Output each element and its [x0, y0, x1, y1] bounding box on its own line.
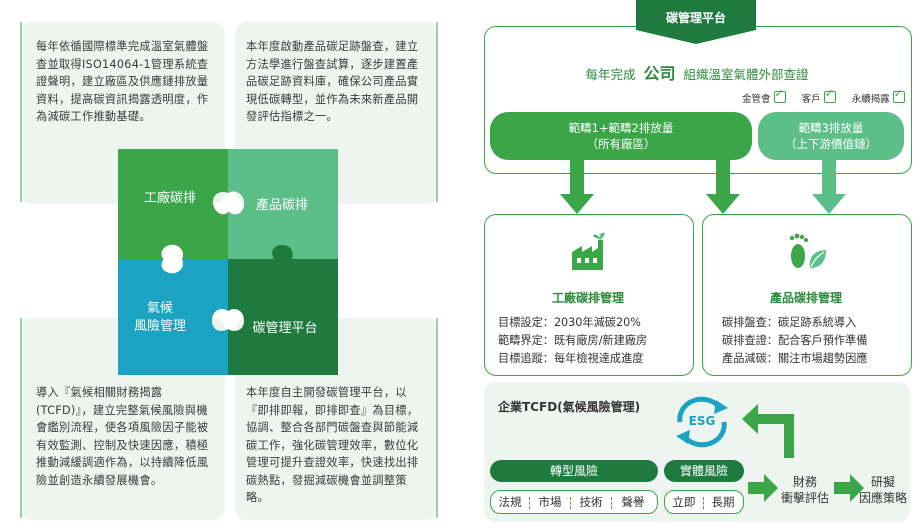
tag-technology: 技術: [579, 495, 603, 509]
verify-prefix: 每年完成: [585, 67, 636, 82]
puzzle-label-climate-1: 氣候: [146, 301, 173, 316]
arrow-down-icon: [560, 158, 594, 214]
factory-icon: [572, 232, 605, 270]
research-line1: 研擬: [870, 475, 895, 489]
puzzle-graphic: [118, 149, 338, 375]
tag-immediate: 立即: [672, 495, 696, 509]
card-accent-line: [20, 318, 22, 518]
research-strategy-label: 研擬 因應策略: [852, 474, 914, 506]
check-label-disclosure: 永續揭露: [851, 94, 890, 105]
tag-divider: [529, 496, 530, 509]
scope3-pill: 範疇3排放量 （上下游價值鏈）: [758, 112, 904, 160]
physical-risk-pill: 實體風險: [664, 460, 744, 482]
scope12-line2: （所有廠區）: [586, 137, 656, 151]
check-list: 金管會 客戶 永續揭露: [742, 87, 905, 105]
transition-tags: 法規 市場 技術 聲譽: [490, 490, 658, 514]
arrow-right-icon: [834, 474, 864, 502]
esg-label: ESG: [688, 414, 716, 428]
arrow-down-icon: [706, 158, 740, 214]
scope12-line1: 範疇1+範疇2排放量: [568, 121, 674, 135]
check-icon: [823, 87, 836, 103]
card-accent-line: [20, 22, 22, 202]
verify-suffix: 組織溫室氣體外部查證: [683, 67, 809, 82]
finance-line2: 衝擊評估: [780, 491, 829, 505]
product-management-title: 產品碳排管理: [769, 291, 842, 305]
list-item: 範疇界定：既有廠房/新建廠房: [498, 334, 648, 347]
factory-management-title: 工廠碳排管理: [551, 291, 624, 305]
scope3-line2: （上下游價值鏈）: [785, 137, 877, 151]
climate-risk-text: 導入『氣候相關財務揭露(TCFD)』，建立完整氣候風險與機會鑑別流程，使各項風險…: [36, 386, 209, 487]
verify-company: 公司: [643, 64, 676, 83]
puzzle-piece-platform: [228, 245, 338, 375]
feedback-arrow-icon: [742, 404, 794, 458]
check-icon: [773, 87, 786, 103]
puzzle-label-product: 產品碳排: [255, 198, 308, 213]
puzzle-label-climate-2: 風險管理: [133, 319, 186, 334]
tag-divider: [570, 496, 571, 509]
puzzle-label-platform: 碳管理平台: [252, 321, 318, 336]
list-item: 碳排盤查：碳足跡系統導入: [722, 316, 857, 329]
product-emission-text: 本年度啟動產品碳足跡盤查，建立方法學進行盤查試算，逐步建置產品碳足跡資料庫，確保…: [246, 40, 419, 123]
check-icon: [892, 87, 905, 103]
factory-management-box: [484, 214, 694, 376]
puzzle-piece-climate: [118, 259, 228, 375]
list-item: 目標設定：2030年減碳20%: [498, 316, 641, 329]
finance-line1: 財務: [792, 475, 817, 489]
factory-management-list: 目標設定：2030年減碳20% 範疇界定：既有廠房/新建廠房 目標追蹤：每年檢視…: [498, 314, 647, 368]
scope3-line1: 範疇3排放量: [798, 121, 864, 135]
card-accent-line: [436, 22, 438, 202]
research-line2: 因應策略: [858, 491, 907, 505]
physical-tags: 立即 長期: [664, 490, 744, 514]
tcfd-title: 企業TCFD(氣候風險管理): [498, 400, 641, 414]
check-label-customer: 客戶: [801, 94, 821, 105]
card-accent-line: [436, 318, 438, 518]
platform-tab: [636, 0, 756, 44]
scope12-pill: 範疇1+範疇2排放量 （所有廠區）: [490, 112, 752, 160]
arrow-right-icon: [748, 474, 778, 502]
tag-long-term: 長期: [711, 495, 735, 509]
list-item: 產品減碳：關注市場趨勢因應: [722, 352, 868, 365]
transition-risk-pill: 轉型風險: [490, 460, 658, 482]
list-item: 目標追蹤：每年檢視達成進度: [498, 352, 644, 365]
arrow-down-icon: [812, 158, 846, 214]
puzzle-piece-product: [228, 149, 338, 274]
tag-divider: [611, 496, 612, 509]
finance-impact-label: 財務 衝擊評估: [770, 474, 840, 506]
tag-divider: [703, 496, 704, 509]
footprint-leaf-icon: [789, 233, 826, 268]
esg-cycle-icon: [676, 396, 728, 448]
tag-reputation: 聲譽: [621, 495, 645, 509]
tag-regulation: 法規: [498, 495, 522, 509]
tag-market: 市場: [538, 495, 562, 509]
check-label-fsc: 金管會: [742, 94, 771, 105]
platform-tab-title: 碳管理平台: [665, 11, 726, 25]
list-item: 碳排查證：配合客戶預作準備: [722, 334, 868, 347]
verification-line: 每年完成 公司 組織溫室氣體外部查證: [484, 60, 910, 84]
puzzle-piece-factory: [118, 149, 228, 259]
puzzle-label-factory: 工廠碳排: [143, 191, 196, 206]
platform-text: 本年度自主開發碳管理平台，以『即排即報，即排即查』為目標，協調、整合各部門碳盤查…: [246, 386, 419, 504]
product-management-list: 碳排盤查：碳足跡系統導入 碳排查證：配合客戶預作準備 產品減碳：關注市場趨勢因應: [722, 314, 867, 368]
factory-emission-text: 每年依循國際標準完成溫室氣體盤查並取得ISO14064-1管理系統查證聲明，建立…: [36, 40, 209, 123]
